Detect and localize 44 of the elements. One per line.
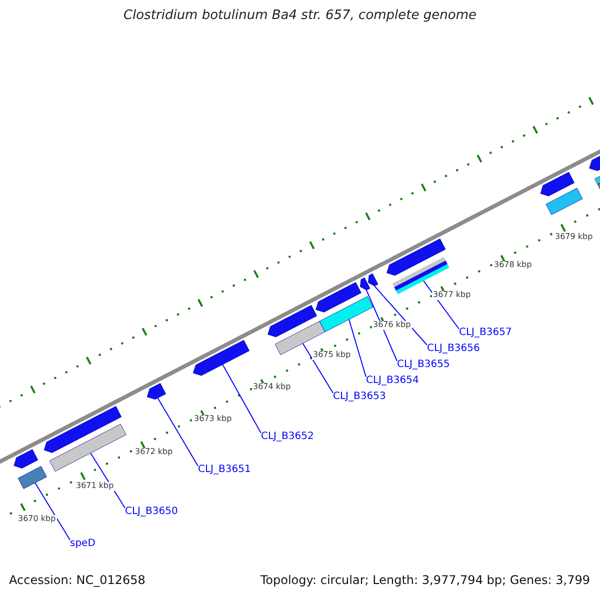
gene-block: [540, 172, 574, 196]
gene-block: [14, 449, 38, 468]
gene-block: [360, 278, 370, 290]
gene-label: CLJ_B3653: [333, 391, 386, 402]
gene-block: [386, 238, 446, 276]
leader-line: [222, 364, 262, 434]
gene-block: [268, 305, 317, 338]
leader-line: [423, 280, 460, 330]
tick-label: 3676 kbp: [372, 321, 412, 330]
tick-label: 3677 kbp: [432, 291, 472, 300]
tick-label: 3675 kbp: [312, 351, 352, 360]
tick-label: 3678 kbp: [493, 261, 533, 270]
gene-bar: [18, 466, 47, 489]
gene-label: CLJ_B3651: [198, 464, 251, 475]
gene-block: [316, 282, 362, 312]
gene-block: [368, 273, 378, 286]
leader-line: [34, 482, 70, 540]
accession-text: Accession: NC_012658: [9, 574, 146, 588]
gene-bar: [319, 296, 374, 332]
gene-label: CLJ_B3657: [459, 327, 512, 338]
leader-line: [366, 290, 398, 362]
leader-line: [302, 342, 334, 394]
gene-label: CLJ_B3650: [125, 506, 178, 517]
tick-label: 3673 kbp: [193, 415, 233, 424]
leader-line: [157, 398, 198, 466]
gene-label: CLJ_B3656: [427, 343, 480, 354]
tick-label: 3674 kbp: [252, 383, 292, 392]
gene-bar: [49, 424, 126, 472]
gene-label: CLJ_B3655: [397, 359, 450, 370]
genome-stats-text: Topology: circular; Length: 3,977,794 bp; Genes: 3,799: [260, 574, 590, 588]
tick-label: 3679 kbp: [554, 233, 594, 242]
tick-label: 3672 kbp: [134, 448, 174, 457]
leader-line: [374, 286, 428, 346]
gene-block: [44, 406, 122, 453]
gene-label: speD: [70, 538, 96, 549]
gene-label: CLJ_B3652: [261, 431, 314, 442]
gene-label: CLJ_B3654: [366, 375, 419, 386]
map-title: Clostridium botulinum Ba4 str. 657, complete genome: [122, 9, 478, 24]
tick-label: 3670 kbp: [17, 515, 57, 524]
tick-label: 3671 kbp: [75, 482, 115, 491]
gene-block: [193, 340, 250, 376]
gene-block: [146, 383, 166, 400]
gene-bar: [546, 188, 583, 215]
leader-line: [348, 319, 366, 378]
